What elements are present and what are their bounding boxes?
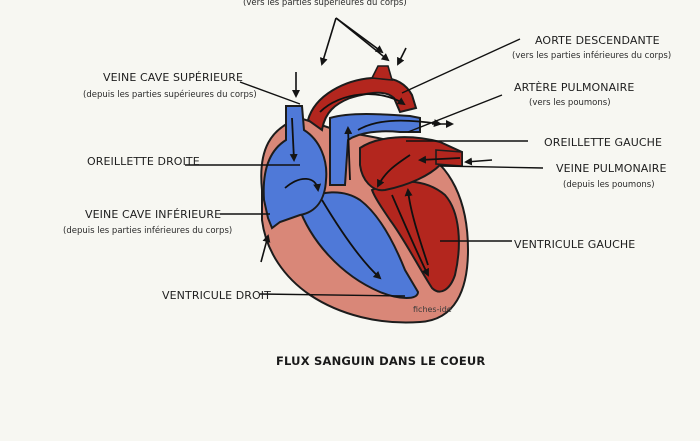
leader-lines <box>185 38 544 297</box>
internal-flow-arrows <box>284 93 461 280</box>
label-aorte-descendante: AORTE DESCENDANTE <box>535 34 660 47</box>
label-artere-pulmonaire: ARTÈRE PULMONAIRE <box>514 81 635 94</box>
label-veine-cave-superieure: VEINE CAVE SUPÉRIEURE <box>103 71 244 84</box>
aorta-arch-vessel <box>306 76 418 132</box>
right-ventricle-chamber <box>296 191 420 299</box>
label-oreillette-droite: OREILLETTE DROITE <box>87 155 200 168</box>
watermark-fiches-ide: fiches-ide <box>413 305 452 314</box>
label-veine-cave-inferieure-sub: (depuis les parties inférieures du corps… <box>63 226 233 236</box>
external-flow-arrows <box>260 17 493 263</box>
label-ventricule-gauche: VENTRICULE GAUCHE <box>514 238 636 251</box>
label-veine-pulmonaire-sub: (depuis les poumons) <box>563 180 655 190</box>
pulmonary-artery-vessel <box>329 113 421 186</box>
left-ventricle-chamber <box>370 180 460 293</box>
right-atrium-chamber <box>262 105 328 230</box>
diagram-title: FLUX SANGUIN DANS LE COEUR <box>276 354 486 368</box>
label-artere-pulmonaire-sub: (vers les poumons) <box>529 98 611 108</box>
top-caption: (vers les parties supérieures du corps) <box>243 0 407 8</box>
label-oreillette-gauche: OREILLETTE GAUCHE <box>544 136 663 149</box>
label-veine-pulmonaire: VEINE PULMONAIRE <box>556 162 667 175</box>
label-veine-cave-inferieure: VEINE CAVE INFÉRIEURE <box>85 208 222 221</box>
label-aorte-descendante-sub: (vers les parties inférieures du corps) <box>512 51 672 61</box>
label-ventricule-droit: VENTRICULE DROIT <box>162 289 271 302</box>
aorta-branches <box>370 65 394 81</box>
label-veine-cave-superieure-sub: (depuis les parties supérieures du corps… <box>83 90 257 100</box>
